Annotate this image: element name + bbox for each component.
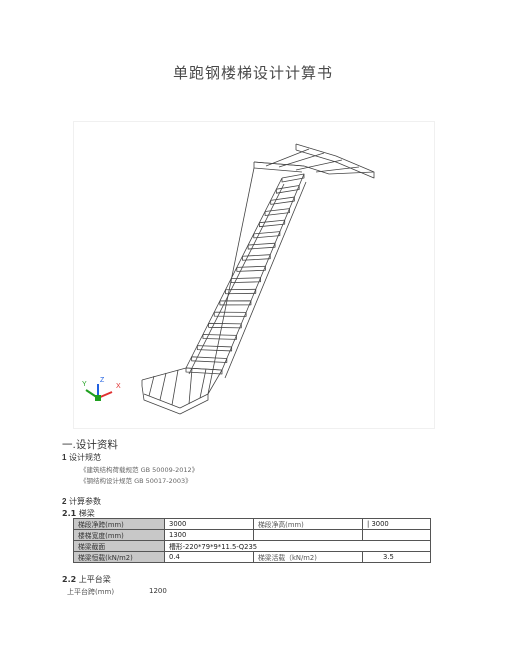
stair-tread <box>247 242 276 250</box>
stair-tread <box>202 334 237 340</box>
stair-beam-parameters-table: 梯段净跨(mm) 3000 梯段净高(mm) | 3000 楼梯宽度(mm) 1… <box>73 518 431 563</box>
axis-label-z: Z <box>100 377 105 384</box>
stair-tread <box>236 265 266 272</box>
section-1-sub: 1 设计规范 <box>62 452 101 463</box>
stair-stringers <box>185 167 307 395</box>
table-cell: 0.4 <box>164 551 254 563</box>
section-2-1-number: 2.1 <box>62 509 77 518</box>
stair-tread <box>213 311 247 317</box>
table-row: 楼梯宽度(mm) 1300 <box>73 529 431 541</box>
section-1-sub-number: 1 <box>62 453 67 462</box>
page-title: 单跑钢楼梯设计计算书 <box>172 64 333 82</box>
table-row: 梯梁恒载(kN/m2) 0.4 梯梁活载（kN/m2) 3.5 <box>73 551 431 563</box>
stair-tread <box>281 173 305 183</box>
stair-tread <box>191 356 228 363</box>
table-row: 梯段净跨(mm) 3000 梯段净高(mm) | 3000 <box>73 518 431 530</box>
table-cell: 梯梁恒载(kN/m2) <box>73 551 165 563</box>
table-cell: 梯段净跨(mm) <box>73 518 165 530</box>
stair-treads <box>185 173 305 375</box>
upper-landing <box>253 143 375 179</box>
section-2-heading: 2 计算参数 <box>62 496 101 507</box>
lower-landing <box>141 367 223 415</box>
stair-tread <box>219 300 252 306</box>
table-cell: 槽形-220*79*9*11.5-Q235 <box>164 540 431 552</box>
section-1-heading: 一.设计资料 <box>62 439 118 451</box>
table-cell <box>253 529 363 541</box>
stair-tread <box>259 219 286 228</box>
table-cell: 1300 <box>164 529 254 541</box>
stair-tread <box>242 254 271 261</box>
table-cell: 梯梁截面 <box>73 540 165 552</box>
axis-label-y: Y <box>82 381 87 388</box>
reference-load-code: 《建筑结构荷载规范 GB 50009-2012》 <box>80 466 199 474</box>
axis-indicator: Z X Y <box>82 377 121 401</box>
stair-drawing: Z X Y <box>73 121 435 429</box>
reference-steel-code: 《钢结构设计规范 GB 50017-2003》 <box>80 477 192 485</box>
upper-platform-span-value: 1200 <box>149 587 167 595</box>
stair-tread <box>208 322 242 329</box>
table-cell: 3.5 <box>362 551 431 563</box>
section-2-2-number: 2.2 <box>62 575 77 584</box>
section-2-2-label: 上平台梁 <box>78 575 111 584</box>
section-1-sub-label: 设计规范 <box>69 453 101 462</box>
table-cell <box>362 529 431 541</box>
stair-illustration: Z X Y <box>82 143 375 415</box>
stair-tread <box>253 231 281 239</box>
stair-tread <box>264 208 290 216</box>
stair-tread <box>230 277 261 283</box>
section-2-label: 计算参数 <box>69 497 101 506</box>
section-2-2-heading: 2.2 上平台梁 <box>62 574 111 585</box>
stair-tread <box>270 196 295 205</box>
stair-tread <box>225 288 257 295</box>
table-cell: 3000 <box>164 518 254 530</box>
table-row: 梯梁截面 槽形-220*79*9*11.5-Q235 <box>73 540 431 552</box>
table-cell: 楼梯宽度(mm) <box>73 529 165 541</box>
upper-platform-span-label: 上平台跨(mm) <box>67 588 115 596</box>
section-2-1-heading: 2.1 梯梁 <box>62 508 95 519</box>
section-2-1-label: 梯梁 <box>78 509 95 518</box>
section-2-number: 2 <box>62 497 67 506</box>
stair-tread <box>185 367 223 375</box>
stair-tread <box>275 185 300 194</box>
stair-tread <box>196 345 233 352</box>
axis-label-x: X <box>116 383 121 390</box>
table-cell: 梯段净高(mm) <box>253 518 363 530</box>
table-cell: 梯梁活载（kN/m2) <box>253 551 363 563</box>
table-cell: | 3000 <box>362 518 431 530</box>
